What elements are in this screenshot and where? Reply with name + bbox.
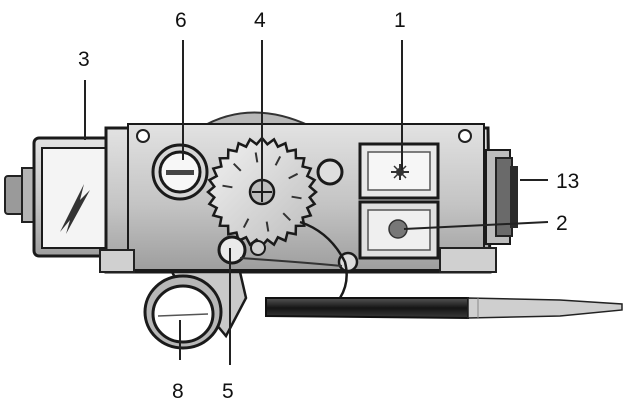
dial-tick bbox=[242, 218, 250, 229]
callout-13: 13 bbox=[556, 170, 579, 193]
callout-8: 8 bbox=[172, 380, 184, 403]
left-connector bbox=[4, 167, 37, 223]
temperature-probe bbox=[265, 297, 623, 320]
dial-tick bbox=[282, 212, 292, 222]
callout-2: 2 bbox=[556, 212, 568, 235]
callout-1: 1 bbox=[394, 9, 406, 32]
dial-tick bbox=[274, 155, 282, 166]
lower-knob bbox=[217, 235, 359, 273]
gas-inlet-fitting bbox=[143, 274, 223, 350]
dial-tick bbox=[232, 162, 242, 172]
callout-3: 3 bbox=[78, 48, 90, 71]
callout-4: 4 bbox=[254, 9, 266, 32]
corner-screw bbox=[136, 129, 150, 143]
capillary-tube bbox=[299, 220, 348, 299]
off-button[interactable] bbox=[358, 200, 440, 260]
callout-5: 5 bbox=[222, 380, 234, 403]
leader-line-2 bbox=[403, 221, 549, 230]
dial-tick bbox=[265, 221, 270, 232]
pilot-star-icon bbox=[391, 164, 409, 180]
temperature-dial[interactable] bbox=[206, 136, 318, 248]
pressure-adjuster[interactable] bbox=[151, 143, 209, 201]
small-port bbox=[316, 158, 344, 186]
pilot-button[interactable] bbox=[358, 142, 440, 200]
callout-6: 6 bbox=[175, 9, 187, 32]
dial-scale-ticks bbox=[222, 152, 302, 232]
dial-tick bbox=[291, 195, 302, 200]
dial-tick bbox=[288, 172, 299, 180]
gas-outlet-connector bbox=[485, 149, 518, 245]
flash-icon bbox=[60, 184, 90, 234]
capillary-tube bbox=[239, 257, 343, 267]
dial-tick bbox=[254, 152, 259, 163]
corner-screw bbox=[458, 129, 472, 143]
dial-tick bbox=[222, 184, 233, 189]
